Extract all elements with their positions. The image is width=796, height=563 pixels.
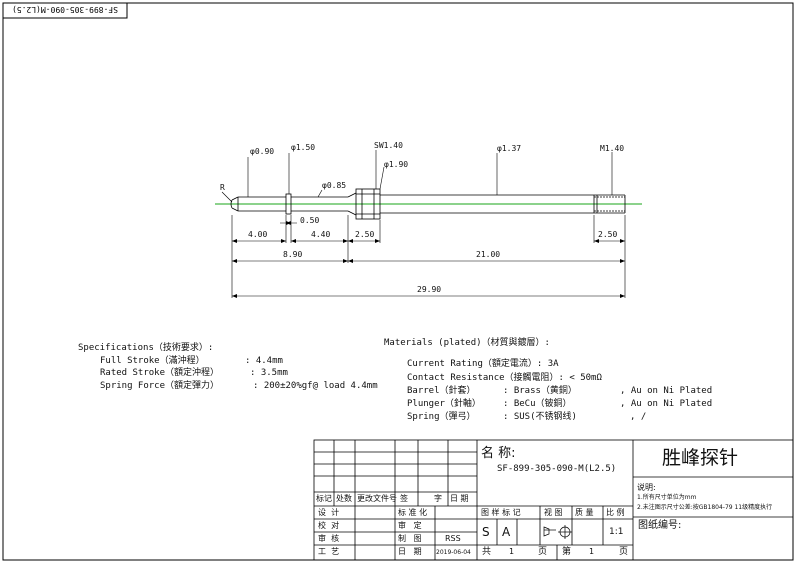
- rev-header: 签: [400, 494, 408, 503]
- dim-collar-dia: φ1.50: [291, 143, 316, 152]
- name-label: 名 称:: [481, 446, 516, 461]
- role-label: 工 艺: [318, 547, 340, 556]
- material-name: : BeCu（铍銅）: [503, 399, 572, 409]
- dim-tip-dia: φ0.90: [250, 147, 275, 156]
- arrowheads: [232, 221, 625, 298]
- sheet-number: 1: [589, 547, 595, 556]
- dim-radius: R: [220, 183, 225, 192]
- dim-barrel-head-dia: φ1.90: [384, 160, 409, 169]
- dim-barrel-len: 21.00: [476, 250, 501, 259]
- leaders: [221, 150, 613, 203]
- material-name: : SUS(不锈钢线): [503, 412, 577, 422]
- date-value: 2019-06-04: [436, 549, 471, 556]
- dim-seg3: 2.50: [355, 230, 375, 239]
- dim-hex: SW1.40: [374, 141, 403, 150]
- tip-chamfer-top: [231, 196, 239, 201]
- dim-barrel-dia: φ1.37: [497, 144, 522, 153]
- drawing-code-upside-down: SF-899-305-090-M(L2.5): [12, 5, 118, 14]
- scale-value: 1:1: [609, 527, 624, 537]
- spec-label: Spring Force（額定彈力）: [100, 381, 220, 391]
- material-part: Barrel（針套）: [407, 386, 476, 396]
- dim-thread: M1.40: [600, 144, 625, 153]
- dim-neck-dia: φ0.85: [322, 181, 347, 190]
- dim-seg1: 4.00: [248, 230, 268, 239]
- note-2: 2.未注图示尺寸公差:按GB1804-79 11级精度执行: [637, 504, 773, 511]
- rev-header: 标记: [316, 494, 332, 503]
- rev-header: 处数: [336, 494, 352, 503]
- role-label: 审 核: [318, 534, 340, 543]
- materials-title: Materials (plated)（材質與鍍層）:: [384, 338, 550, 348]
- stage-header: 质 量: [575, 508, 594, 517]
- material-plating: , Au on Ni Plated: [620, 399, 713, 409]
- field-label: 日 期: [398, 547, 422, 556]
- rev-header: 字: [434, 494, 442, 503]
- dim-plunger-len: 8.90: [283, 250, 303, 259]
- stage-header: 比 例: [606, 508, 625, 517]
- rev-header: 更改文件号: [357, 494, 397, 503]
- drafter-value: RSS: [445, 534, 461, 543]
- dim-thread-len: 2.50: [598, 230, 618, 239]
- material-name: : Brass（黄銅）: [503, 386, 577, 396]
- sheet-label: 第: [562, 547, 572, 557]
- spec-value: : 200±20%gf@ load 4.4mm: [253, 381, 378, 391]
- dim-seg2: 4.40: [311, 230, 331, 239]
- material-plating: , Au on Ni Plated: [620, 386, 713, 396]
- part-number: SF-899-305-090-M(L2.5): [497, 464, 617, 474]
- barrel-head: [355, 188, 381, 220]
- material-part: Plunger（針軸）: [407, 399, 481, 409]
- total-label: 共: [482, 547, 492, 557]
- material-part: Spring（彈弓）: [407, 412, 476, 422]
- code-box: [2, 2, 128, 19]
- spec-label: Rated Stroke（額定沖程）: [100, 368, 220, 378]
- dimension-lines: [231, 215, 626, 298]
- total-sheets: 1: [509, 547, 515, 556]
- tip-chamfer-bottom: [231, 207, 239, 212]
- note-1: 1.所有尺寸单位为mm: [637, 494, 697, 501]
- current-rating: Current Rating（額定電流）: 3A: [407, 359, 559, 369]
- rev-header: 日 期: [450, 494, 469, 503]
- field-label: 审 定: [398, 521, 422, 530]
- stage-header: 视 图: [544, 508, 563, 517]
- field-label: 制 图: [398, 534, 422, 543]
- stage-a: A: [502, 525, 511, 539]
- company-name: 胜峰探针: [662, 447, 739, 469]
- contact-resistance: Contact Resistance（接觸電阻）: < 50mΩ: [407, 373, 602, 383]
- page-label: 页: [619, 547, 629, 557]
- stage-header: 图 样 标 记: [481, 508, 521, 517]
- title-block-grid: [313, 439, 794, 561]
- notes-title: 说明:: [637, 483, 656, 492]
- spec-value: : 3.5mm: [250, 368, 288, 378]
- material-plating: , /: [630, 412, 647, 422]
- specifications-title: Specifications（技術要求）:: [78, 343, 214, 353]
- tip-radius: [230, 199, 233, 209]
- page-label: 页: [538, 547, 548, 557]
- drawing-no-label: 图纸编号:: [638, 520, 682, 531]
- collar: [285, 193, 292, 215]
- projection-symbol: [543, 525, 572, 539]
- field-label: 标 准 化: [398, 508, 428, 517]
- role-label: 设 计: [318, 508, 340, 517]
- dim-collar-width: 0.50: [300, 216, 320, 225]
- role-label: 校 对: [318, 521, 340, 530]
- spec-label: Full Stroke（滿沖程）: [100, 356, 205, 366]
- spec-value: : 4.4mm: [245, 356, 283, 366]
- stage-s: S: [482, 525, 490, 539]
- dim-total-len: 29.90: [417, 285, 442, 294]
- probe-drawing: [215, 188, 642, 220]
